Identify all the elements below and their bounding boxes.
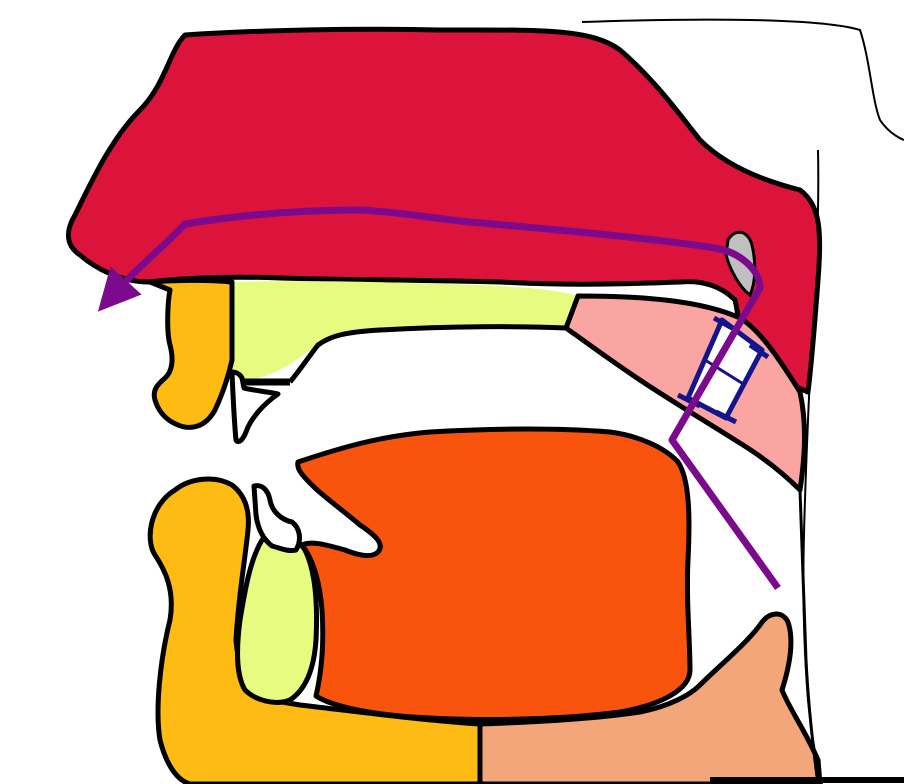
tongue bbox=[298, 429, 690, 719]
